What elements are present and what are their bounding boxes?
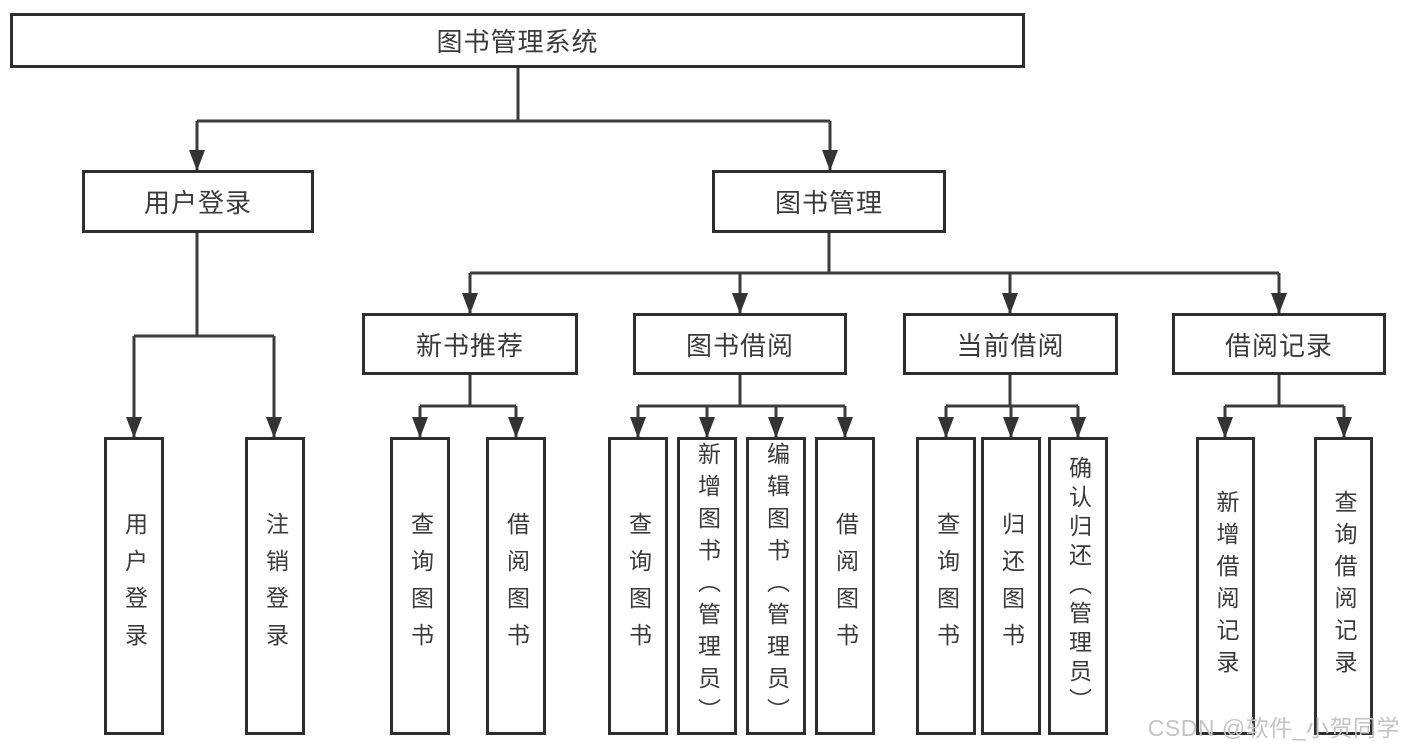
leaf-query-borrow-record: 查询借阅记录: [1314, 437, 1373, 735]
node-new-book-recommend-label: 新书推荐: [415, 330, 524, 361]
arrowhead-leaf-confirm-return: [1070, 417, 1086, 438]
arrowhead-leaf-query-books-1: [412, 417, 428, 438]
leaf-confirm-return-admin: 确认归还（管理员）: [1048, 437, 1108, 735]
node-root-label: 图书管理系统: [436, 27, 599, 57]
arrowhead-leaf-query-books-2: [630, 417, 646, 438]
leaf-query-books-1-label: 查询图书: [407, 512, 434, 660]
arrowhead-current-borrow: [1002, 293, 1018, 314]
leaf-query-books-3: 查询图书: [916, 437, 976, 735]
leaf-query-borrow-record-label: 查询借阅记录: [1331, 490, 1357, 682]
leaf-borrow-books-1: 借阅图书: [486, 437, 546, 735]
node-new-book-recommend: 新书推荐: [362, 313, 578, 375]
connector-borrow-records-children: [1223, 375, 1346, 437]
leaf-return-book: 归还图书: [981, 437, 1041, 735]
connector-book-management-children: [468, 233, 1281, 313]
arrowhead-leaf-edit-book: [768, 417, 784, 438]
arrowhead-leaf-user-login: [126, 417, 142, 438]
leaf-logout: 注销登录: [245, 437, 305, 735]
leaf-query-books-3-label: 查询图书: [933, 512, 960, 660]
arrowhead-leaf-query-books-3: [938, 417, 954, 438]
connector-root-to-level2: [195, 68, 832, 170]
leaf-add-borrow-record: 新增借阅记录: [1196, 437, 1255, 735]
arrowhead-book-borrow: [732, 293, 748, 314]
leaf-return-book-label: 归还图书: [998, 512, 1025, 660]
node-borrow-records-label: 借阅记录: [1224, 330, 1333, 361]
leaf-edit-book-admin-label: 编辑图书（管理员）: [763, 442, 790, 730]
arrowhead-leaf-logout: [266, 417, 282, 438]
arrowhead-leaf-borrow-books-2: [837, 417, 853, 438]
node-user-login-label: 用户登录: [143, 188, 252, 218]
node-borrow-records: 借阅记录: [1172, 313, 1386, 375]
arrowhead-leaf-borrow-books-1: [508, 417, 524, 438]
leaf-borrow-books-1-label: 借阅图书: [503, 512, 530, 660]
csdn-watermark: CSDN @软件_小贺同学: [1147, 715, 1400, 741]
leaf-query-books-2: 查询图书: [608, 437, 668, 735]
leaf-add-book-admin-label: 新增图书（管理员）: [694, 442, 721, 730]
connector-user-login-children: [132, 233, 276, 437]
leaf-add-book-admin: 新增图书（管理员）: [677, 437, 737, 735]
node-root: 图书管理系统: [10, 13, 1025, 68]
node-book-borrow: 图书借阅: [633, 313, 847, 375]
connector-book-borrow-children: [636, 375, 847, 437]
node-user-login: 用户登录: [82, 170, 314, 233]
arrowhead-leaf-query-borrow-record: [1336, 417, 1352, 438]
leaf-add-borrow-record-label: 新增借阅记录: [1213, 490, 1239, 682]
leaf-query-books-1: 查询图书: [390, 437, 450, 735]
arrowhead-book-management: [822, 150, 838, 171]
arrowhead-new-book-recommend: [462, 293, 478, 314]
arrowhead-user-login: [189, 150, 205, 171]
leaf-borrow-books-2: 借阅图书: [815, 437, 875, 735]
leaf-user-login: 用户登录: [104, 437, 164, 735]
leaf-query-books-2-label: 查询图书: [625, 512, 652, 660]
arrowhead-leaf-return-book: [1003, 417, 1019, 438]
node-book-management-label: 图书管理: [774, 188, 883, 218]
leaf-confirm-return-admin-label: 确认归还（管理员）: [1065, 455, 1092, 717]
arrowhead-borrow-records: [1271, 293, 1287, 314]
leaf-user-login-label: 用户登录: [121, 512, 148, 660]
arrowhead-leaf-add-borrow-record: [1217, 417, 1233, 438]
node-current-borrow-label: 当前借阅: [956, 330, 1065, 361]
arrowhead-leaf-add-book: [699, 417, 715, 438]
connector-new-book-recommend-children: [418, 375, 518, 437]
node-book-borrow-label: 图书借阅: [685, 330, 794, 361]
leaf-logout-label: 注销登录: [262, 512, 289, 660]
leaf-borrow-books-2-label: 借阅图书: [832, 512, 859, 660]
node-current-borrow: 当前借阅: [903, 313, 1118, 375]
leaf-edit-book-admin: 编辑图书（管理员）: [746, 437, 806, 735]
node-book-management: 图书管理: [712, 170, 946, 233]
